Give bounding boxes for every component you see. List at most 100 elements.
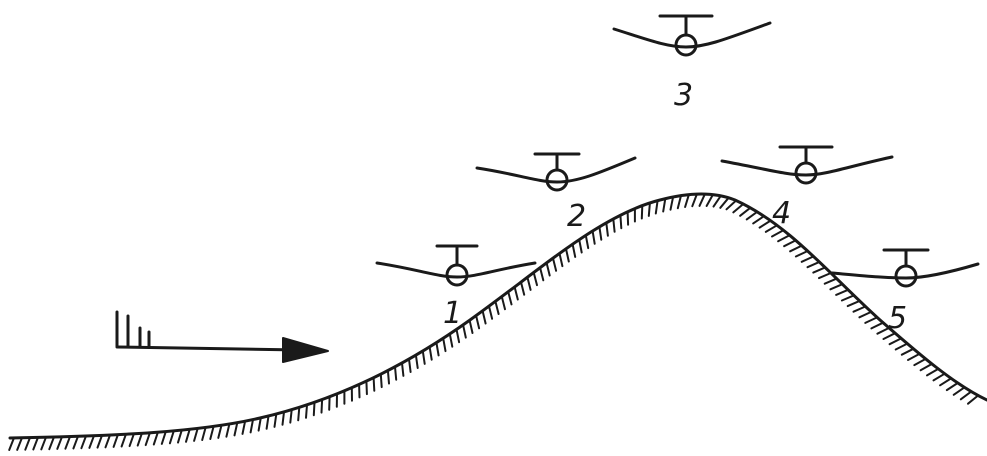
hatch-mark bbox=[80, 435, 87, 450]
hatch-mark bbox=[698, 193, 706, 207]
hatch-mark bbox=[320, 398, 324, 414]
hatch-mark bbox=[526, 276, 532, 291]
hill-terrain bbox=[8, 192, 987, 451]
hatch-mark bbox=[626, 210, 630, 226]
hatch-mark bbox=[605, 221, 609, 237]
hatch-mark bbox=[669, 195, 675, 211]
hatch-mark bbox=[494, 300, 500, 315]
hatch-mark bbox=[414, 354, 419, 369]
hatch-mark bbox=[789, 244, 803, 253]
hatch-mark bbox=[136, 432, 143, 447]
hatch-mark bbox=[745, 210, 759, 221]
hatch-mark bbox=[513, 285, 519, 301]
aircraft-2: 2 bbox=[475, 152, 637, 234]
hatch-mark bbox=[739, 206, 752, 217]
hatch-mark bbox=[249, 418, 254, 434]
hatch-mark bbox=[818, 272, 832, 280]
aircraft-4: 4 bbox=[720, 145, 894, 231]
hatch-mark bbox=[539, 266, 545, 282]
hatch-mark bbox=[273, 413, 278, 428]
hatch-mark bbox=[455, 328, 461, 344]
hatch-mark bbox=[552, 257, 558, 272]
hatch-mark bbox=[64, 435, 71, 450]
hatch-mark bbox=[800, 255, 815, 263]
hatch-mark bbox=[732, 203, 745, 214]
hatch-mark bbox=[305, 403, 308, 419]
hatch-mark bbox=[201, 426, 207, 441]
hatch-mark bbox=[840, 294, 855, 302]
hatch-mark bbox=[647, 201, 651, 217]
hatch-mark bbox=[752, 215, 765, 225]
hatch-mark bbox=[32, 436, 39, 451]
aircraft-1: 1 bbox=[375, 244, 537, 331]
hatch-mark bbox=[758, 219, 772, 229]
hatch-mark bbox=[932, 372, 946, 382]
aircraft-label: 3 bbox=[674, 78, 693, 113]
hatch-mark bbox=[475, 314, 481, 330]
hatch-mark bbox=[939, 377, 953, 387]
hatch-mark bbox=[442, 337, 447, 353]
hatch-mark bbox=[401, 362, 405, 377]
hatch-mark bbox=[281, 410, 285, 426]
hatch-mark bbox=[233, 421, 239, 437]
hatch-mark bbox=[558, 252, 564, 268]
hatch-mark bbox=[858, 310, 873, 319]
hatch-mark bbox=[386, 369, 390, 385]
hatch-mark bbox=[640, 204, 644, 220]
hatch-mark bbox=[888, 337, 903, 346]
hatch-mark bbox=[870, 321, 885, 330]
hatch-mark bbox=[684, 193, 690, 208]
hatch-mark bbox=[481, 309, 487, 325]
hatch-mark bbox=[257, 416, 262, 432]
hatch-mark bbox=[783, 239, 797, 248]
hatch-mark bbox=[120, 433, 127, 448]
hill-outline bbox=[8, 192, 987, 440]
hatch-mark bbox=[520, 281, 526, 296]
hatch-mark bbox=[691, 193, 698, 208]
hatch-mark bbox=[448, 332, 454, 348]
hatch-mark bbox=[654, 199, 659, 215]
hatch-mark bbox=[428, 345, 433, 361]
aircraft-label: 4 bbox=[772, 196, 791, 231]
hatch-mark bbox=[40, 436, 47, 451]
airplane-icon bbox=[612, 14, 772, 57]
hatch-mark bbox=[900, 347, 915, 356]
hatch-mark bbox=[812, 266, 827, 274]
hatch-mark bbox=[16, 436, 23, 451]
hatch-mark bbox=[882, 332, 897, 340]
airplane-icon bbox=[475, 152, 637, 192]
hatch-mark bbox=[578, 238, 583, 254]
hatch-mark bbox=[217, 424, 223, 439]
aircraft-5: 5 bbox=[830, 248, 980, 336]
hatch-mark bbox=[565, 247, 570, 263]
hatch-mark bbox=[926, 367, 940, 377]
hatch-mark bbox=[612, 217, 616, 233]
hatch-mark bbox=[96, 434, 103, 449]
hatch-mark bbox=[545, 261, 551, 277]
airplane-icon bbox=[720, 145, 894, 185]
hatch-mark bbox=[48, 436, 55, 451]
hatch-mark bbox=[959, 390, 973, 401]
hatch-mark bbox=[379, 373, 383, 389]
hatch-mark bbox=[823, 277, 838, 285]
wind-indicator bbox=[115, 310, 329, 363]
hatch-mark bbox=[372, 376, 376, 392]
airplane-icon bbox=[375, 244, 537, 287]
hatch-mark bbox=[777, 234, 791, 243]
hatch-mark bbox=[177, 429, 183, 444]
hatch-mark bbox=[967, 394, 980, 405]
hatch-mark bbox=[24, 436, 31, 451]
wind-barb-icon bbox=[115, 310, 151, 348]
hatch-mark bbox=[8, 436, 15, 451]
aircraft-3: 3 bbox=[612, 14, 772, 113]
hatch-mark bbox=[619, 214, 623, 230]
hatch-mark bbox=[312, 401, 316, 417]
aircraft-label: 2 bbox=[567, 199, 586, 234]
hatch-mark bbox=[919, 362, 933, 372]
hatch-mark bbox=[894, 342, 909, 351]
hatch-mark bbox=[507, 290, 513, 306]
hatch-mark bbox=[571, 243, 577, 258]
hatch-mark bbox=[160, 430, 167, 445]
